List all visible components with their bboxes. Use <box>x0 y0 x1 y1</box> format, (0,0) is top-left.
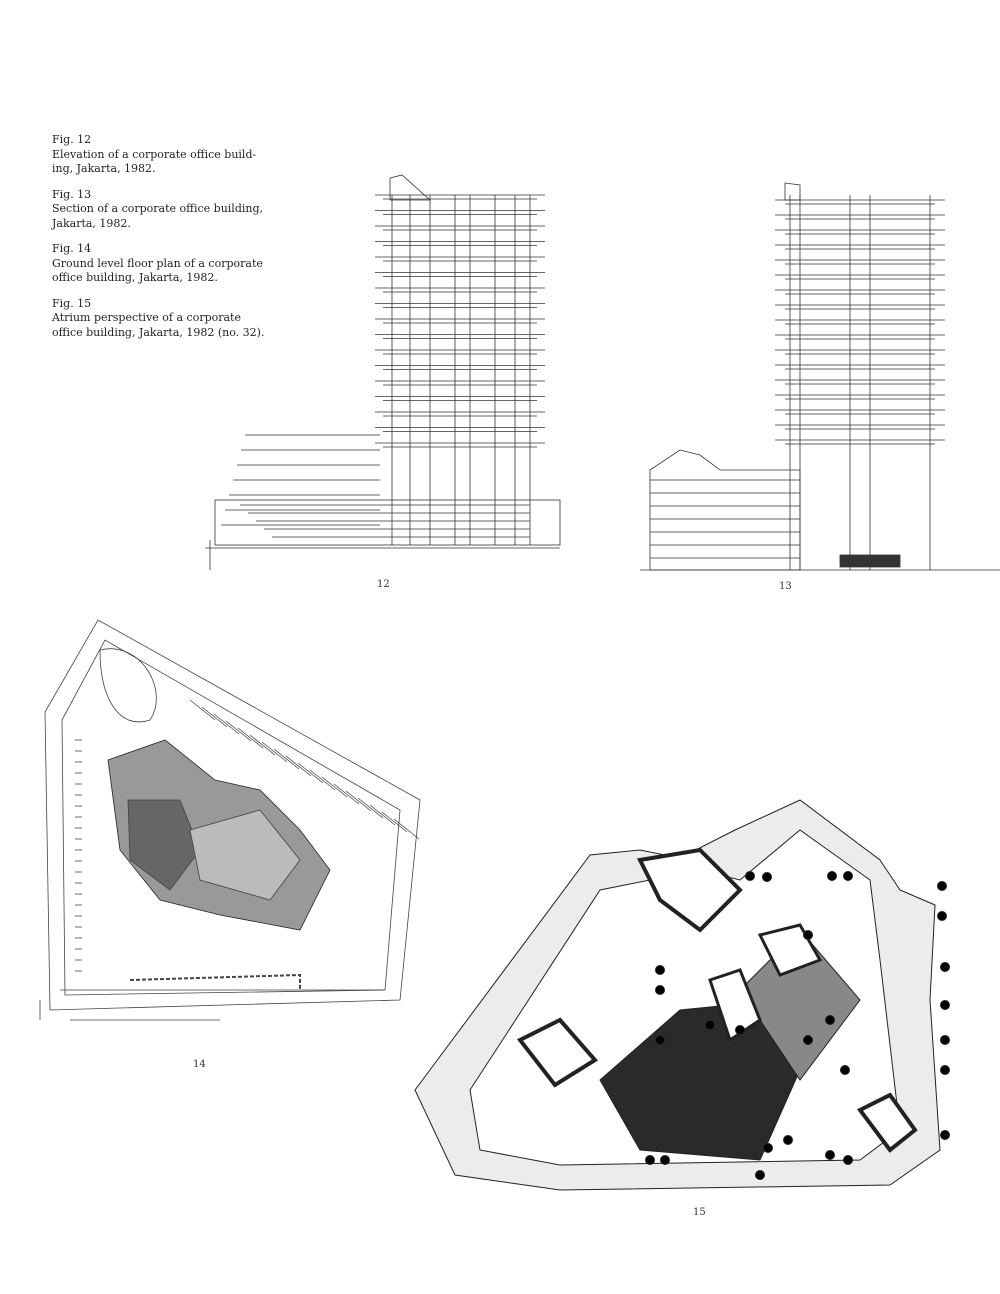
figure-number-15: 15 <box>693 1207 706 1218</box>
figure-number-13: 13 <box>779 581 792 592</box>
drawing-line <box>321 776 348 798</box>
drawing-line <box>214 499 561 546</box>
column-dot <box>825 1015 835 1025</box>
caption-text: Section of a corporate office building, <box>52 202 264 215</box>
elevation-drawing <box>205 174 561 570</box>
column-dot <box>803 930 813 940</box>
caption-text: office building, Jakarta, 1982. <box>52 271 218 284</box>
column-dot <box>840 1065 850 1075</box>
drawing-line <box>345 790 372 812</box>
drawing-line <box>393 818 420 840</box>
column-dot <box>940 962 950 972</box>
caption-label: Fig. 14 <box>52 242 92 255</box>
drawing-line <box>201 706 228 728</box>
column-dot <box>937 881 947 891</box>
column-dot <box>655 1035 665 1045</box>
drawing-line <box>225 720 252 742</box>
caption-label: Fig. 15 <box>52 296 92 310</box>
drawing-line <box>297 762 324 784</box>
column-dot <box>843 871 853 881</box>
drawing-line <box>213 713 240 735</box>
drawing-line <box>369 804 396 826</box>
drawing-line <box>273 748 300 770</box>
drawing-line <box>649 449 801 571</box>
column-dot <box>827 871 837 881</box>
caption-text: Ground level floor plan of a corporate <box>52 256 263 270</box>
column-dot <box>645 1155 655 1165</box>
figure-number-14: 14 <box>193 1059 206 1070</box>
column-dot <box>735 1025 745 1035</box>
drawing-line <box>237 727 264 749</box>
column-dot <box>940 1035 950 1045</box>
column-dot <box>745 871 755 881</box>
atrium-perspective-drawing <box>414 799 950 1191</box>
column-dot <box>705 1020 715 1030</box>
column-dot <box>755 1170 765 1180</box>
section-drawing <box>640 182 1000 571</box>
caption-fig-14: Fig. 14 Ground level floor plan of a cor… <box>52 242 263 286</box>
drawing-line <box>839 554 901 568</box>
column-dot <box>763 1143 773 1153</box>
caption-fig-12: Fig. 12 Elevation of a corporate office … <box>52 133 262 177</box>
column-dot <box>937 911 947 921</box>
column-dot <box>783 1135 793 1145</box>
column-dot <box>825 1150 835 1160</box>
drawing-line <box>249 734 276 756</box>
column-dot <box>940 1000 950 1010</box>
column-dot <box>655 965 665 975</box>
drawing-line <box>381 811 408 833</box>
column-dot <box>762 872 772 882</box>
caption-text: office building, Jakarta, 1982 (no. 32). <box>52 325 265 339</box>
caption-label: Fig. 12 <box>52 133 92 146</box>
drawing-line <box>784 182 801 201</box>
caption-fig-15: Fig. 15 Atrium perspective of a corporat… <box>52 296 265 341</box>
drawing-line <box>309 769 336 791</box>
column-dot <box>660 1155 670 1165</box>
drawing-line <box>261 741 288 763</box>
drawing-line <box>285 755 312 777</box>
caption-label: Fig. 13 <box>52 187 92 201</box>
caption-text: ing, Jakarta, 1982. <box>52 162 156 175</box>
caption-text: Jakarta, 1982. <box>52 216 131 230</box>
caption-fig-13: Fig. 13 Section of a corporate office bu… <box>52 187 264 232</box>
figure-captions: Fig. 12 Elevation of a corporate office … <box>52 133 265 351</box>
column-dot <box>655 985 665 995</box>
caption-text: Elevation of a corporate office build- <box>52 147 257 161</box>
drawing-line <box>357 797 384 819</box>
drawing-line <box>189 699 216 721</box>
column-dot <box>803 1035 813 1045</box>
drawing-line <box>333 783 360 805</box>
floor-plan-drawing <box>39 619 421 1021</box>
caption-text: Atrium perspective of a corporate <box>52 311 241 324</box>
column-dot <box>940 1065 950 1075</box>
column-dot <box>940 1130 950 1140</box>
column-dot <box>843 1155 853 1165</box>
figure-number-12: 12 <box>377 579 390 590</box>
